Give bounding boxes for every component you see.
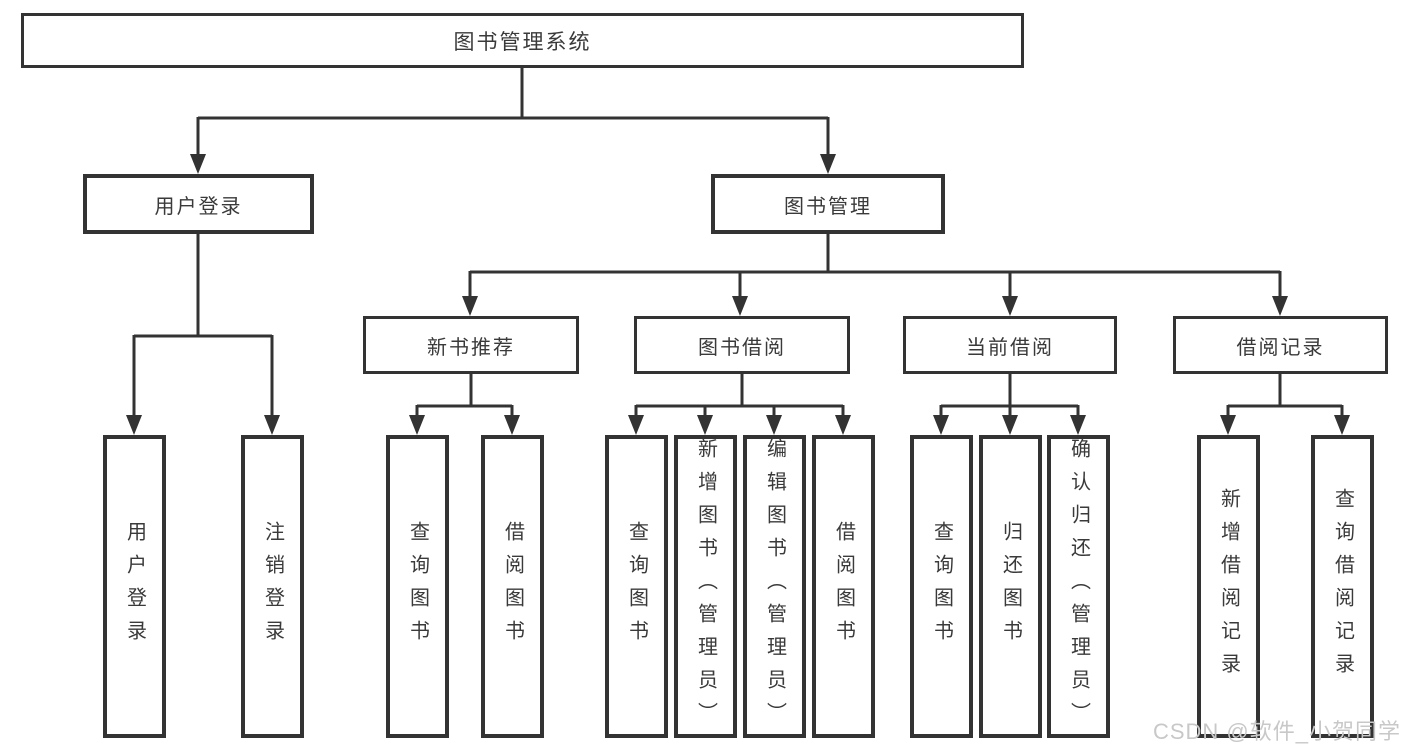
node-leaf-edit-book-admin: 编辑图书（管理员） xyxy=(743,435,806,738)
arrowhead-icon xyxy=(462,296,478,316)
node-borrow-record: 借阅记录 xyxy=(1173,316,1388,374)
arrowhead-icon xyxy=(1002,415,1018,435)
node-leaf-query-borrow-record-label: 查询借阅记录 xyxy=(1331,487,1354,686)
arrowhead-icon xyxy=(766,415,782,435)
arrowhead-icon xyxy=(264,415,280,435)
node-leaf-recommend-query-book-label: 查询图书 xyxy=(406,520,429,653)
connector-book-management-branch xyxy=(468,234,1282,299)
node-leaf-query-borrow-record: 查询借阅记录 xyxy=(1311,435,1374,738)
node-leaf-edit-book-admin-label: 编辑图书（管理员） xyxy=(763,438,786,735)
arrowhead-icon xyxy=(835,415,851,435)
node-borrow-record-label: 借阅记录 xyxy=(1236,336,1325,359)
node-leaf-recommend-query-book: 查询图书 xyxy=(386,435,449,738)
arrowhead-icons xyxy=(126,154,1350,435)
connector-user-login-branch xyxy=(132,234,274,418)
arrowhead-icon xyxy=(628,415,644,435)
arrowhead-icon xyxy=(1272,296,1288,316)
arrowhead-icon xyxy=(1334,415,1350,435)
node-leaf-borrow-query-book: 查询图书 xyxy=(605,435,668,738)
node-leaf-add-book-admin-label: 新增图书（管理员） xyxy=(694,438,717,735)
node-leaf-confirm-return-admin-label: 确认归还（管理员） xyxy=(1067,438,1090,735)
node-leaf-add-borrow-record-label: 新增借阅记录 xyxy=(1217,487,1240,686)
node-leaf-confirm-return-admin: 确认归还（管理员） xyxy=(1047,435,1110,738)
arrowhead-icon xyxy=(1070,415,1086,435)
node-user-login-label: 用户登录 xyxy=(154,195,243,218)
node-current-borrow: 当前借阅 xyxy=(903,316,1117,374)
node-new-book-recommend-label: 新书推荐 xyxy=(427,336,515,359)
node-leaf-return-book-label: 归还图书 xyxy=(999,520,1022,653)
arrowhead-icon xyxy=(933,415,949,435)
watermark: CSDN @软件_小贺同学 xyxy=(1152,719,1401,744)
node-leaf-user-login: 用户登录 xyxy=(103,435,166,738)
node-leaf-recommend-borrow-book-label: 借阅图书 xyxy=(501,520,524,653)
connector-root-branch xyxy=(196,68,830,156)
arrowhead-icon xyxy=(1002,296,1018,316)
node-leaf-logout-label: 注销登录 xyxy=(261,520,284,653)
node-user-login: 用户登录 xyxy=(83,174,314,234)
connector-leaf-branches xyxy=(415,374,1344,418)
arrowhead-icon xyxy=(126,415,142,435)
node-book-borrow-label: 图书借阅 xyxy=(698,336,786,359)
node-leaf-return-book: 归还图书 xyxy=(979,435,1042,738)
node-leaf-recommend-borrow-book: 借阅图书 xyxy=(481,435,544,738)
node-new-book-recommend: 新书推荐 xyxy=(363,316,579,374)
node-leaf-user-login-label: 用户登录 xyxy=(123,520,146,653)
node-leaf-borrow-book: 借阅图书 xyxy=(812,435,875,738)
node-leaf-add-borrow-record: 新增借阅记录 xyxy=(1197,435,1260,738)
arrowhead-icon xyxy=(1220,415,1236,435)
node-book-management: 图书管理 xyxy=(711,174,945,234)
node-leaf-current-query-book-label: 查询图书 xyxy=(930,520,953,653)
node-book-borrow: 图书借阅 xyxy=(634,316,850,374)
arrowhead-icon xyxy=(820,154,836,174)
node-book-management-label: 图书管理 xyxy=(784,195,872,218)
node-root: 图书管理系统 xyxy=(21,13,1024,68)
node-current-borrow-label: 当前借阅 xyxy=(966,336,1054,359)
node-leaf-borrow-query-book-label: 查询图书 xyxy=(625,520,648,653)
node-root-label: 图书管理系统 xyxy=(453,30,592,54)
arrowhead-icon xyxy=(190,154,206,174)
arrowhead-icon xyxy=(504,415,520,435)
node-leaf-current-query-book: 查询图书 xyxy=(910,435,973,738)
arrowhead-icon xyxy=(732,296,748,316)
node-leaf-add-book-admin: 新增图书（管理员） xyxy=(674,435,737,738)
node-leaf-logout: 注销登录 xyxy=(241,435,304,738)
arrowhead-icon xyxy=(409,415,425,435)
arrowhead-icon xyxy=(697,415,713,435)
node-leaf-borrow-book-label: 借阅图书 xyxy=(832,520,855,653)
